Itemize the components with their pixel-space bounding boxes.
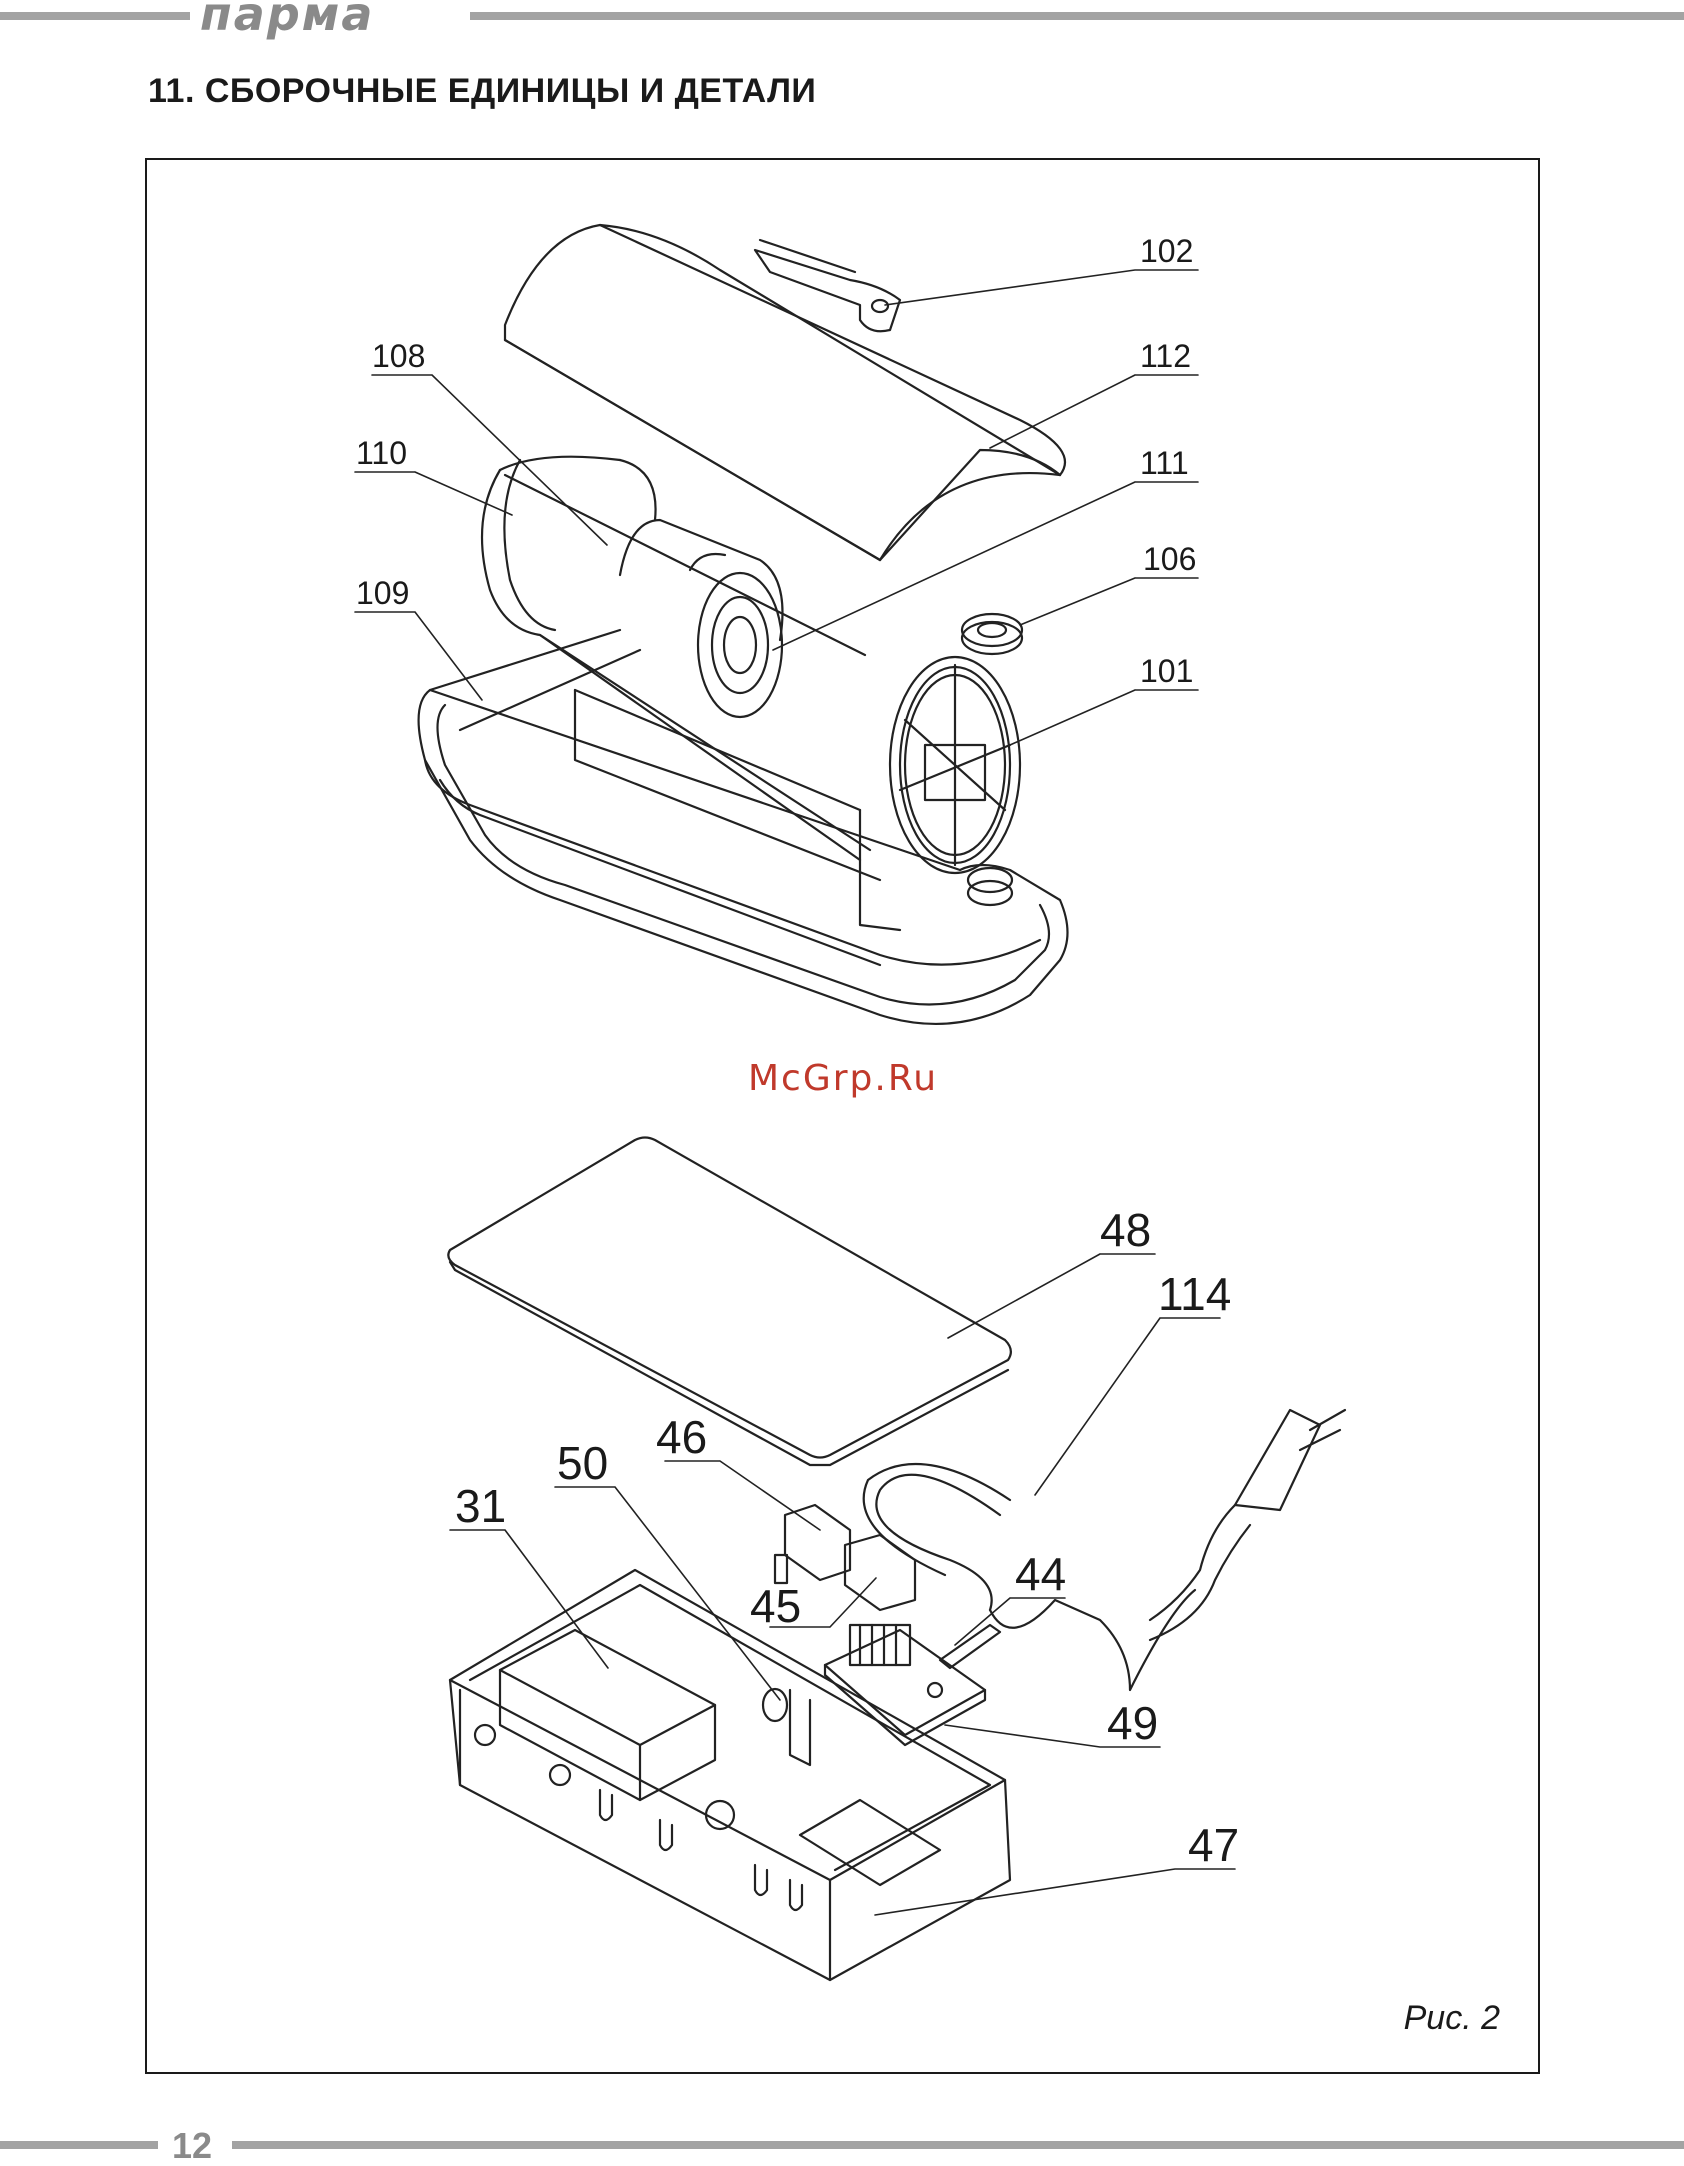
callout-106: 106 [1143, 541, 1196, 577]
footer-rule-left [0, 2141, 158, 2149]
top-cover-part [505, 225, 1065, 560]
callout-101: 101 [1140, 653, 1193, 689]
callout-111: 111 [1140, 445, 1189, 481]
callout-112: 112 [1140, 338, 1191, 374]
watermark: McGrp.Ru [748, 1058, 938, 1099]
callout-46: 46 [656, 1411, 707, 1463]
callout-108: 108 [372, 338, 425, 374]
callout-31: 31 [455, 1480, 506, 1532]
callout-48: 48 [1100, 1204, 1151, 1256]
electrical-box-part [450, 1570, 1010, 1980]
footer-rule-right [232, 2141, 1684, 2149]
page-number: 12 [172, 2126, 212, 2166]
callouts-top: 102 108 112 110 111 106 109 101 [356, 233, 1196, 689]
callout-102: 102 [1140, 233, 1193, 269]
callout-109: 109 [356, 575, 409, 611]
cover-plate-part [448, 1138, 1011, 1466]
tank-base-part [419, 630, 1068, 1024]
handle-part [755, 240, 900, 331]
callout-114: 114 [1158, 1268, 1231, 1320]
callout-110: 110 [356, 435, 407, 471]
fuel-cap-part [962, 614, 1022, 654]
heater-body-part [482, 457, 1020, 873]
callout-47: 47 [1188, 1819, 1239, 1871]
callout-44: 44 [1015, 1548, 1066, 1600]
power-cord-part [864, 1410, 1345, 1690]
callout-49: 49 [1107, 1697, 1158, 1749]
callout-45: 45 [750, 1580, 801, 1632]
callout-50: 50 [557, 1437, 608, 1489]
callouts-bottom: 48 114 46 50 31 45 44 49 47 [455, 1204, 1239, 1871]
